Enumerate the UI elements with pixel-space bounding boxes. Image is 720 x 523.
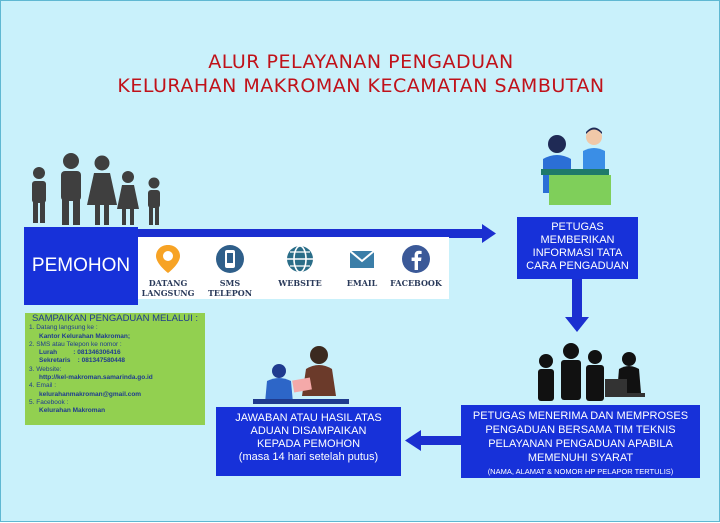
channels-info-heading: SAMPAIKAN PENGADUAN MELALUI : (31, 313, 199, 324)
petugas1-line1: PETUGAS (551, 221, 604, 233)
channel-label-5: FACEBOOK (390, 278, 442, 288)
channel-label-3: WEBSITE (278, 278, 322, 288)
channel-label-1a: DATANG (148, 278, 188, 288)
info-line: 5. Facebook : (29, 398, 69, 406)
channel-label-4: EMAIL (346, 278, 378, 288)
petugas-info-box: PETUGAS MEMBERIKAN INFORMASI TATA CARA P… (517, 217, 638, 279)
facebook-icon (402, 245, 430, 273)
team-icon (538, 343, 645, 401)
jawaban-line4: (masa 14 hari setelah putus) (238, 451, 379, 463)
petugas2-line2: PENGADUAN BERSAMA TIM TEKNIS (485, 424, 676, 436)
arrow-to-jawaban (405, 430, 461, 451)
channel-label-1b: LANGSUNG (141, 288, 195, 298)
channel-facebook: FACEBOOK (388, 243, 444, 288)
title-line-2: KELURAHAN MAKROMAN KECAMATAN SAMBUTAN (117, 75, 605, 97)
petugas1-line2: MEMBERIKAN (540, 234, 615, 246)
channel-website: WEBSITE (272, 243, 328, 288)
officer-desk-icon (541, 127, 611, 205)
petugas2-note: (NAMA, ALAMAT & NOMOR HP PELAPOR TERTULI… (487, 467, 674, 476)
petugas1-line4: CARA PENGADUAN (526, 260, 629, 272)
info-line: Kantor Kelurahan Makroman; (39, 332, 131, 340)
jawaban-line3: KEPADA PEMOHON (256, 438, 361, 450)
arrow-down (565, 279, 589, 332)
arrow-to-petugas (138, 224, 496, 243)
channel-label-2a: SMS (219, 278, 241, 288)
info-line: Lurah : 081346306416 (39, 349, 121, 357)
info-line: 2. SMS atau Telepon ke nomor : (29, 340, 122, 348)
jawaban-box: JAWABAN ATAU HASIL ATAS ADUAN DISAMPAIKA… (216, 407, 401, 476)
channels-info-panel: SAMPAIKAN PENGADUAN MELALUI : 1. Datang … (25, 313, 205, 425)
jawaban-line1: JAWABAN ATAU HASIL ATAS (235, 412, 382, 424)
globe-icon (287, 245, 313, 273)
phone-icon (216, 245, 244, 273)
channel-email: EMAIL (334, 243, 390, 288)
info-line: Kelurahan Makroman (39, 407, 106, 415)
channel-label-2b: TELEPON (207, 288, 253, 298)
info-line: Sekretaris : 081347580448 (39, 357, 126, 365)
pemohon-box: PEMOHON (24, 227, 138, 305)
petugas2-line1: PETUGAS MENERIMA DAN MEMPROSES (472, 410, 689, 422)
petugas2-line3: PELAYANAN PENGADUAN APABILA (488, 438, 673, 450)
title-line-1: ALUR PELAYANAN PENGADUAN (208, 51, 514, 73)
info-line: 4. Email : (29, 382, 57, 390)
jawaban-line2: ADUAN DISAMPAIKAN (250, 425, 367, 437)
petugas2-line4: MEMENUHI SYARAT (527, 452, 634, 464)
petugas-proses-box: PETUGAS MENERIMA DAN MEMPROSES PENGADUAN… (461, 405, 700, 478)
location-pin-icon (156, 245, 180, 273)
family-icon (32, 153, 160, 225)
info-link[interactable]: http://kel-makroman.samarinda.go.id (39, 374, 153, 382)
info-line: 3. Website: (29, 365, 62, 373)
petugas1-line3: INFORMASI TATA (532, 247, 623, 259)
info-line: 1. Datang langsung ke : (29, 324, 98, 332)
envelope-icon (349, 250, 375, 268)
info-link[interactable]: kelurahanmakroman@gmail.com (39, 390, 142, 398)
handover-icon (253, 346, 349, 404)
